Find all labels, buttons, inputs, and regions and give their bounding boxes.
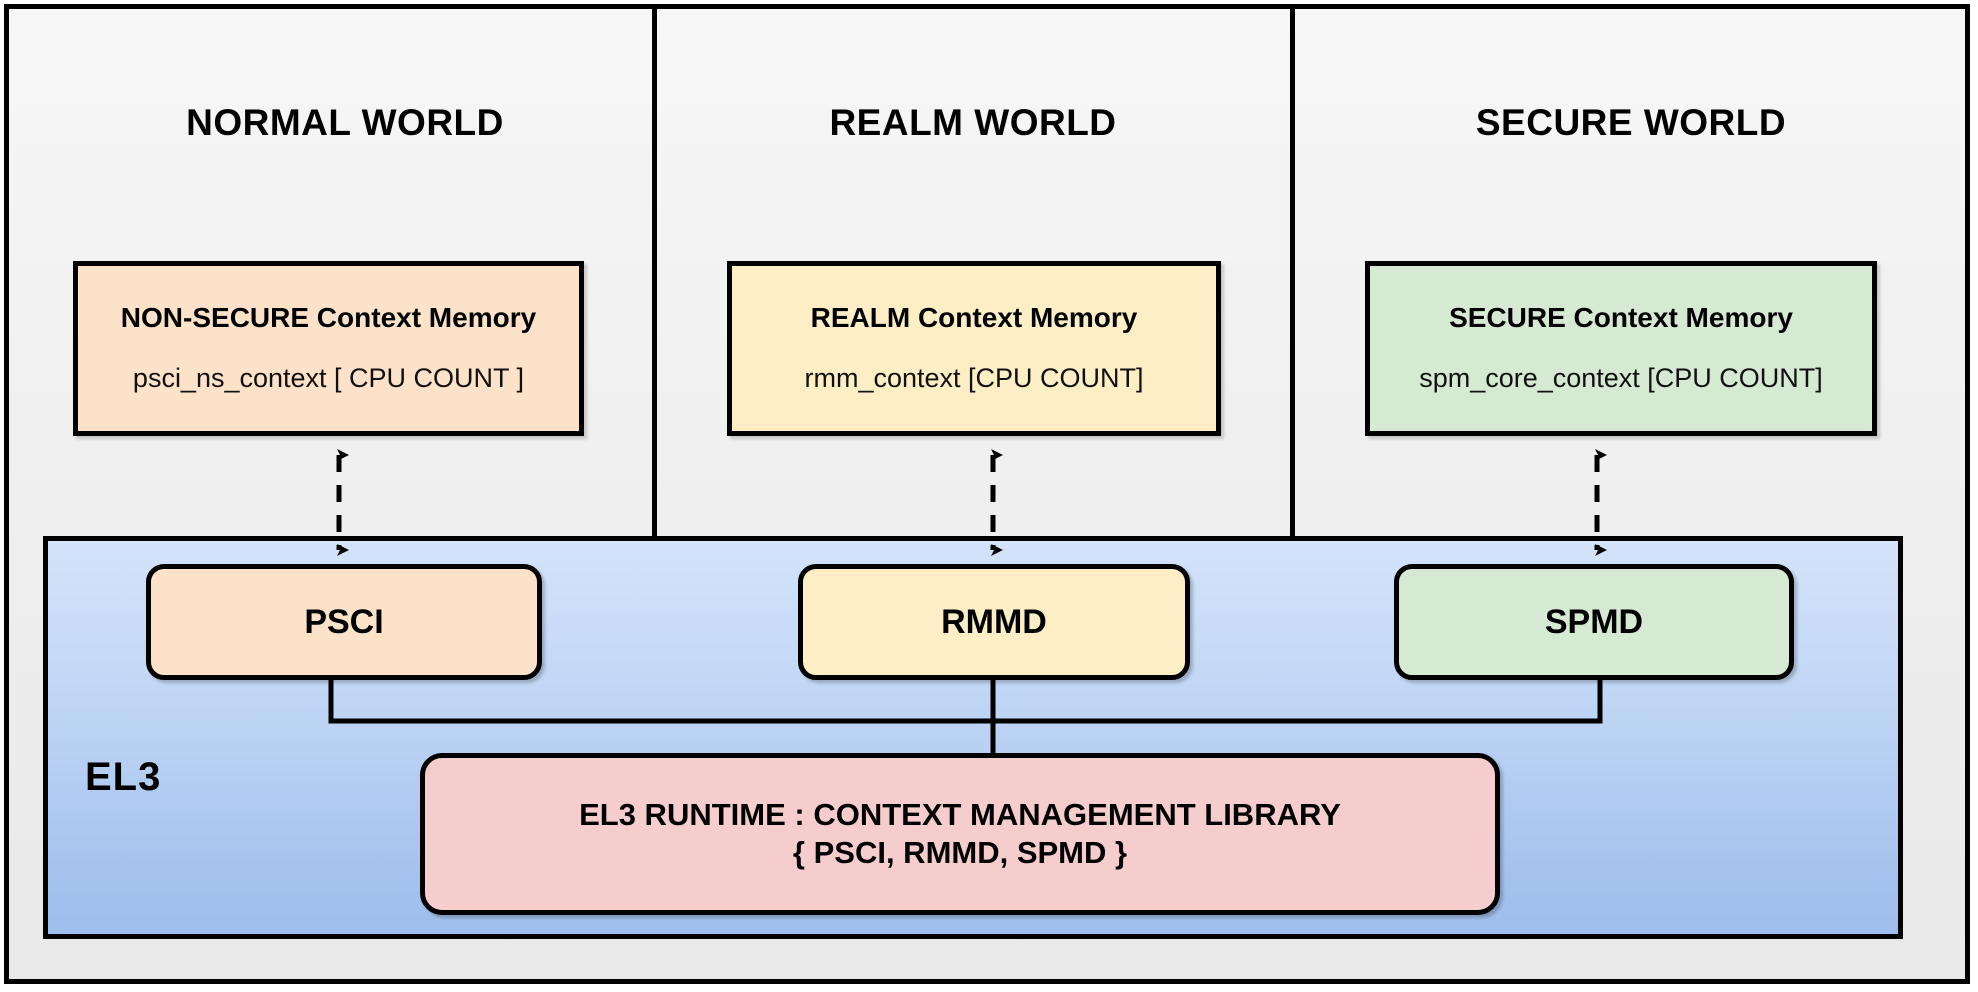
el3-label: EL3 (85, 755, 162, 799)
dispatcher-box-spmd: SPMD (1394, 564, 1794, 680)
context-memory-box-secure: SECURE Context Memory spm_core_context [… (1365, 261, 1877, 436)
world-title-realm: REALM WORLD (829, 102, 1117, 143)
context-memory-subtitle-secure: spm_core_context [CPU COUNT] (1419, 363, 1823, 394)
context-memory-subtitle-realm: rmm_context [CPU COUNT] (804, 363, 1144, 394)
world-divider-realm-secure (1290, 4, 1295, 540)
el3-runtime-library-line-1: EL3 RUNTIME : CONTEXT MANAGEMENT LIBRARY (579, 797, 1341, 833)
dispatcher-box-psci: PSCI (146, 564, 542, 680)
context-memory-box-realm: REALM Context Memory rmm_context [CPU CO… (727, 261, 1221, 436)
world-title-normal: NORMAL WORLD (186, 102, 504, 143)
context-memory-title-realm: REALM Context Memory (810, 302, 1138, 334)
context-memory-subtitle-non-secure: psci_ns_context [ CPU COUNT ] (132, 363, 525, 394)
context-memory-title-non-secure: NON-SECURE Context Memory (120, 302, 537, 334)
context-memory-box-non-secure: NON-SECURE Context Memory psci_ns_contex… (73, 261, 584, 436)
el3-runtime-library-line-2: { PSCI, RMMD, SPMD } (792, 835, 1128, 870)
world-title-secure: SECURE WORLD (1475, 102, 1787, 143)
el3-runtime-library-box: EL3 RUNTIME : CONTEXT MANAGEMENT LIBRARY… (420, 753, 1500, 915)
world-divider-normal-realm (652, 4, 657, 540)
context-memory-title-secure: SECURE Context Memory (1449, 302, 1793, 334)
dispatcher-box-rmmd: RMMD (798, 564, 1190, 680)
